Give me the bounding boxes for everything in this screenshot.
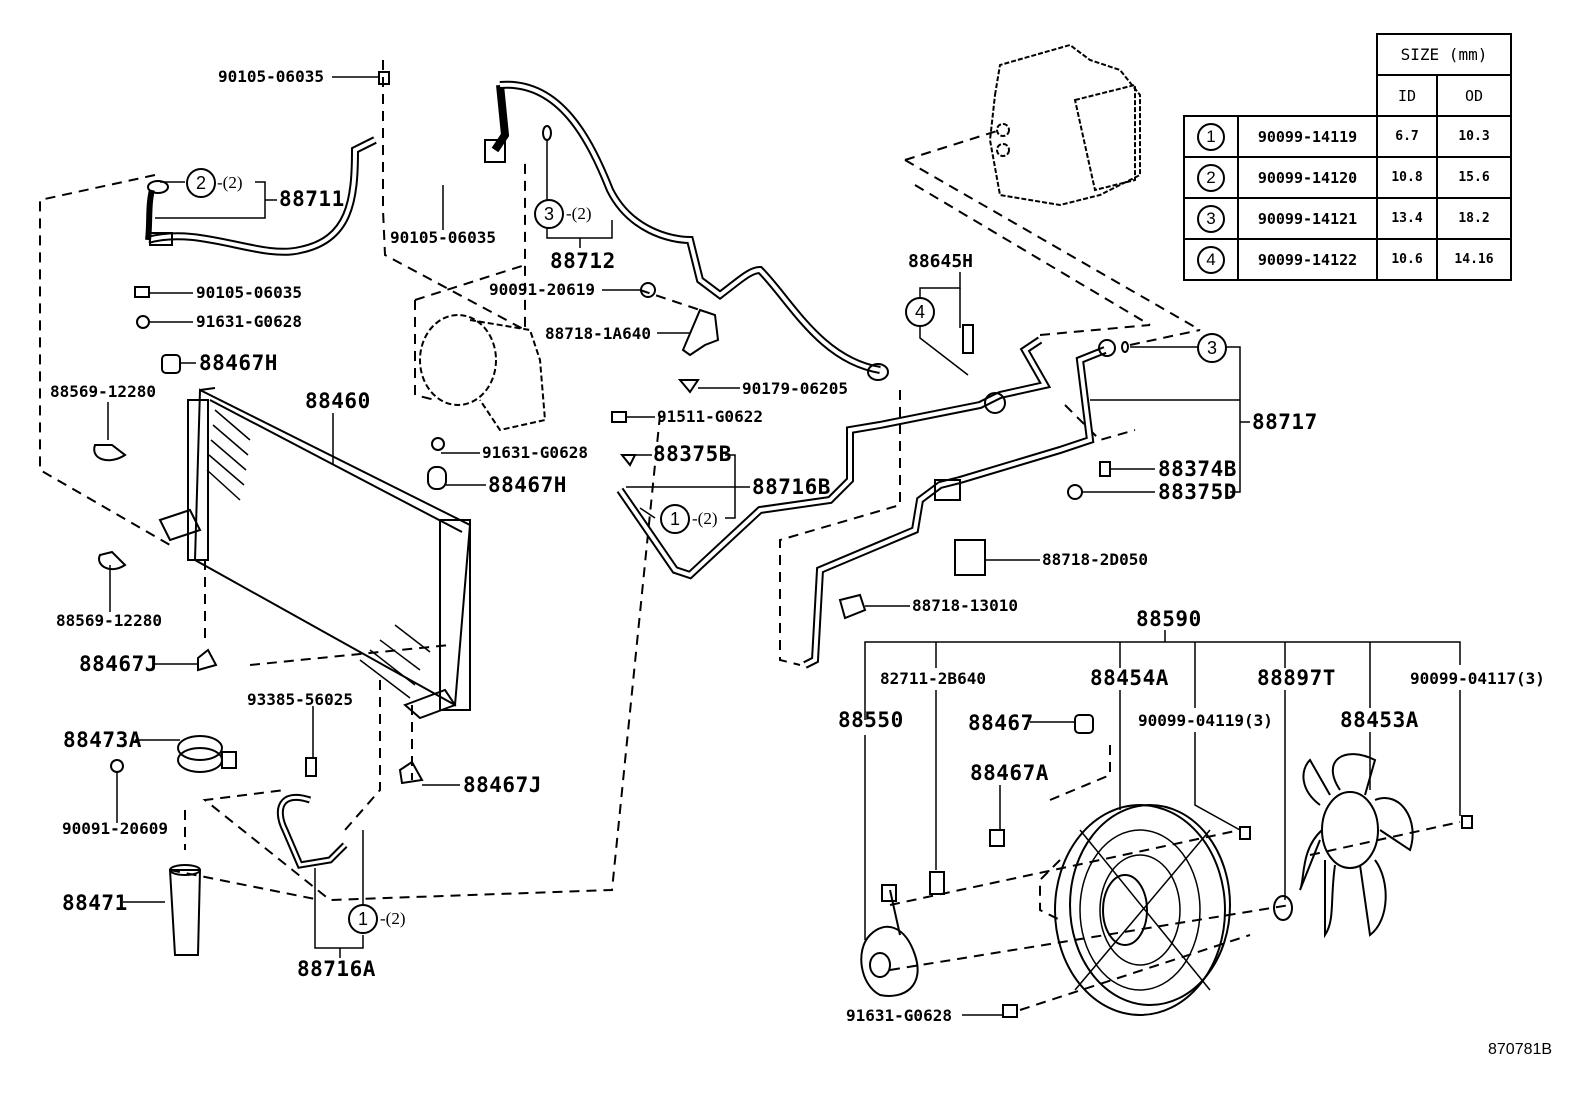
assembly-guide-lines <box>39 60 1461 1011</box>
part-label[interactable]: 88716B <box>752 475 831 499</box>
part-label[interactable]: 90099-04117(3) <box>1410 669 1545 688</box>
part-label[interactable]: 88467H <box>488 473 567 497</box>
part-label[interactable]: 82711-2B640 <box>880 669 986 688</box>
part-label[interactable]: 88645H <box>908 251 974 272</box>
part-label[interactable]: 88375D <box>1158 480 1237 504</box>
hose-88712 <box>484 80 889 381</box>
inner-diameter: 10.8 <box>1376 156 1438 199</box>
col-id-header: ID <box>1376 74 1438 117</box>
callout-1-qty: -(2) <box>692 509 718 528</box>
hose-size-table: SIZE (mm) ID OD 1 90099-14119 6.7 10.3 2… <box>1183 33 1512 281</box>
part-number: 90099-14119 <box>1237 115 1378 158</box>
part-label[interactable]: 93385-56025 <box>247 690 353 709</box>
part-label[interactable]: 88718-2D050 <box>1042 550 1148 569</box>
hose-88711 <box>145 136 377 256</box>
inner-diameter: 6.7 <box>1376 115 1438 158</box>
part-label[interactable]: 88569-12280 <box>56 611 162 630</box>
part-label[interactable]: 90105-06035 <box>390 228 496 247</box>
part-label[interactable]: 91511-G0622 <box>657 407 763 426</box>
part-label[interactable]: 88471 <box>62 891 128 915</box>
callout-3: 3 <box>534 199 564 229</box>
outer-diameter: 18.2 <box>1436 197 1512 240</box>
callout-1: 1 <box>348 904 378 934</box>
part-label[interactable]: 91631-G0628 <box>196 312 302 331</box>
part-label[interactable]: 88569-12280 <box>50 382 156 401</box>
part-label[interactable]: 88467A <box>970 761 1049 785</box>
size-table-row: 3 90099-14121 13.4 18.2 <box>1183 197 1512 240</box>
ref-circle: 4 <box>1197 245 1225 274</box>
part-label[interactable]: 88467 <box>968 711 1034 735</box>
part-number: 90099-14121 <box>1237 197 1378 240</box>
part-label[interactable]: 88717 <box>1252 410 1318 434</box>
callout-1: 1 <box>660 504 690 534</box>
bracket-88718-1A640 <box>681 308 720 357</box>
part-label[interactable]: 88467H <box>199 351 278 375</box>
col-od-header: OD <box>1436 74 1512 117</box>
part-label[interactable]: 88718-1A640 <box>545 324 651 343</box>
ref-circle: 3 <box>1197 204 1225 233</box>
part-label[interactable]: 88453A <box>1340 708 1419 732</box>
callout-3-qty: -(2) <box>566 204 592 223</box>
size-table-row: 1 90099-14119 6.7 10.3 <box>1183 115 1512 158</box>
callout-2: 2 <box>186 168 216 198</box>
fan-shroud-88454A <box>1054 804 1231 1016</box>
pipe-88716B <box>616 336 1052 580</box>
part-label[interactable]: 90099-04119(3) <box>1138 711 1273 730</box>
evaporator-unit <box>988 43 1141 207</box>
part-label[interactable]: 88550 <box>838 708 904 732</box>
part-label[interactable]: 88454A <box>1090 666 1169 690</box>
part-label[interactable]: 90105-06035 <box>196 283 302 302</box>
diagram-reference-code: 870781B <box>1488 1041 1553 1058</box>
callout-3: 3 <box>1197 333 1227 363</box>
callout-1-qty: -(2) <box>380 909 406 928</box>
outer-diameter: 14.16 <box>1436 238 1512 281</box>
ref-circle: 1 <box>1197 122 1225 151</box>
part-label[interactable]: 90179-06205 <box>742 379 848 398</box>
part-number: 90099-14120 <box>1237 156 1378 199</box>
ref-circle: 2 <box>1197 163 1225 192</box>
part-label[interactable]: 88712 <box>550 249 616 273</box>
part-label[interactable]: 88590 <box>1136 607 1202 631</box>
leader-lines <box>107 76 1461 1016</box>
part-label[interactable]: 88718-13010 <box>912 596 1018 615</box>
part-label[interactable]: 88375B <box>653 442 732 466</box>
compressor <box>419 314 547 432</box>
fasteners <box>93 71 1473 1018</box>
part-label[interactable]: 88473A <box>63 728 142 752</box>
part-label[interactable]: 91631-G0628 <box>482 443 588 462</box>
part-label[interactable]: 88467J <box>79 652 158 676</box>
part-label[interactable]: 88897T <box>1257 666 1336 690</box>
fan-motor-88550 <box>860 884 919 997</box>
pipe-88716A <box>276 793 348 869</box>
size-table-row: 4 90099-14122 10.6 14.16 <box>1183 238 1512 281</box>
inner-diameter: 13.4 <box>1376 197 1438 240</box>
callout-4: 4 <box>905 297 935 327</box>
part-label[interactable]: 90105-06035 <box>218 67 324 86</box>
part-label[interactable]: 88716A <box>297 957 376 981</box>
pipe-88717 <box>803 339 1129 669</box>
condenser-88460 <box>158 387 472 720</box>
part-label[interactable]: 88374B <box>1158 457 1237 481</box>
part-label[interactable]: 91631-G0628 <box>846 1006 952 1025</box>
receiver-dryer-88471 <box>168 864 202 956</box>
bracket-88473A <box>177 735 237 773</box>
part-label[interactable]: 90091-20619 <box>489 280 595 299</box>
outer-diameter: 10.3 <box>1436 115 1512 158</box>
size-header: SIZE (mm) <box>1376 33 1512 76</box>
outer-diameter: 15.6 <box>1436 156 1512 199</box>
part-label[interactable]: 88467J <box>463 773 542 797</box>
part-label[interactable]: 90091-20609 <box>62 819 168 838</box>
part-label[interactable]: 88711 <box>279 187 345 211</box>
part-label[interactable]: 88460 <box>305 389 371 413</box>
callout-2-qty: -(2) <box>217 173 243 192</box>
fan-blade-88453A <box>1299 753 1414 939</box>
inner-diameter: 10.6 <box>1376 238 1438 281</box>
size-table-row: 2 90099-14120 10.8 15.6 <box>1183 156 1512 199</box>
part-number: 90099-14122 <box>1237 238 1378 281</box>
